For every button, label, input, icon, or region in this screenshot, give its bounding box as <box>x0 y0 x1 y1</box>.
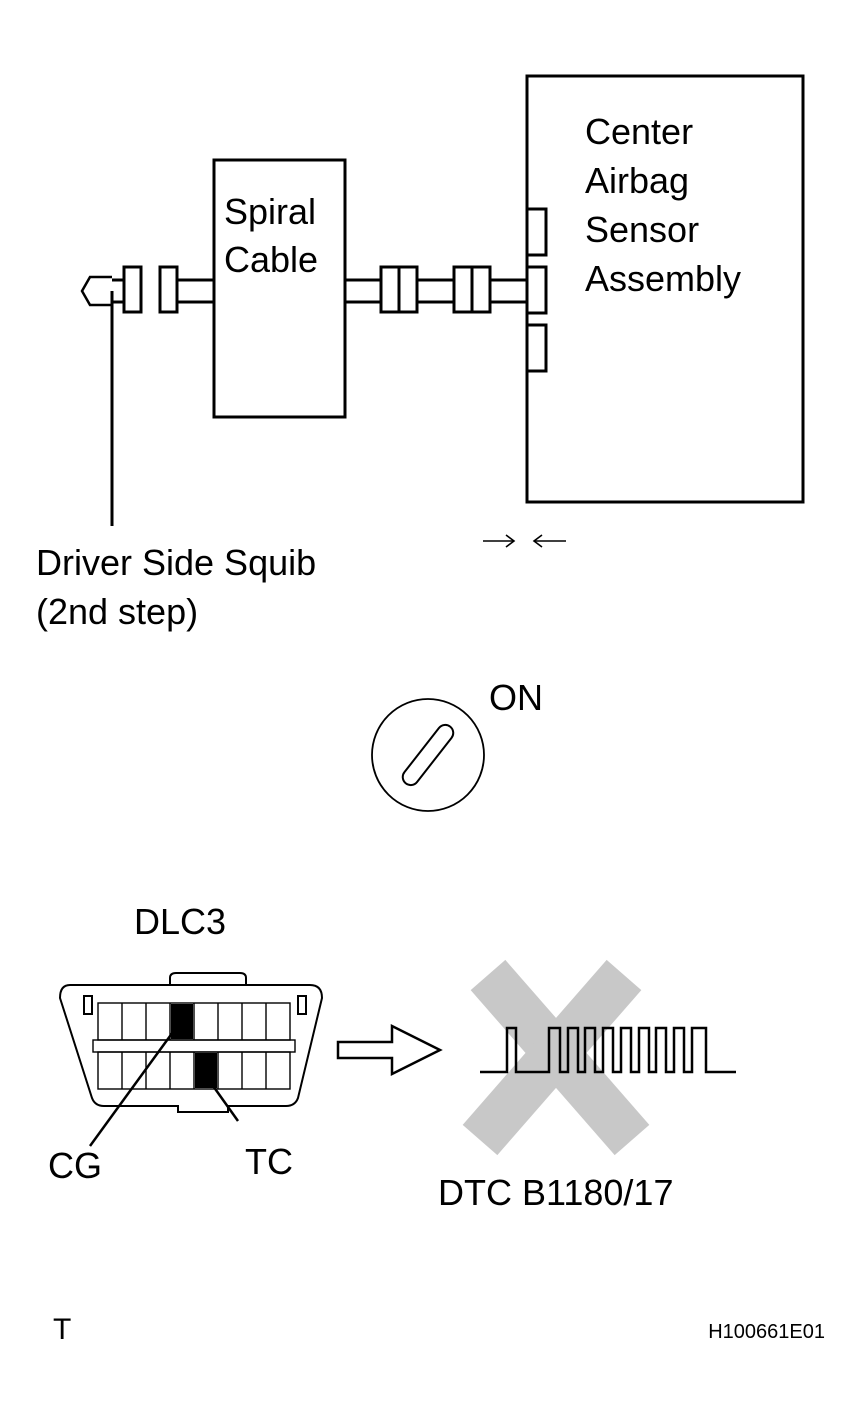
squib-label-line1: Driver Side Squib <box>36 542 316 583</box>
squib-connector-tip <box>80 275 112 307</box>
cg-pin <box>171 1004 193 1039</box>
ignition-on-label: ON <box>489 677 543 718</box>
dlc3-connector <box>58 972 324 1113</box>
center-airbag-label-line2: Airbag <box>585 160 689 201</box>
cg-leader-line <box>88 1020 183 1147</box>
squib-connector-half-a <box>122 265 143 314</box>
ignition-key-icon <box>371 698 485 812</box>
corner-letter: T <box>53 1313 71 1346</box>
center-airbag-label-line4: Assembly <box>585 258 741 299</box>
center-airbag-label-line1: Center <box>585 111 693 152</box>
dlc3-label: DLC3 <box>134 901 226 942</box>
figure-id: H100661E01 <box>708 1321 825 1343</box>
cg-pin-label: CG <box>48 1145 102 1186</box>
spiral-cable-label-line1: Spiral <box>224 191 316 232</box>
tc-pin-label: TC <box>245 1141 293 1182</box>
squib-connector-half-b <box>158 265 179 314</box>
tc-pin <box>195 1053 217 1088</box>
large-gray-cross-icon <box>462 959 650 1156</box>
spiral-cable-box <box>212 158 347 419</box>
squib-label-line2: (2nd step) <box>36 591 198 632</box>
dtc-pulse-waveform <box>480 1026 736 1074</box>
dtc-code-label: DTC B1180/17 <box>438 1172 673 1213</box>
sensor-connector-2 <box>525 265 548 315</box>
sensor-connector-1 <box>525 207 548 257</box>
spiral-cable-label-line2: Cable <box>224 239 318 280</box>
hollow-right-arrow-icon <box>336 1023 443 1077</box>
arrows-pointing-inward-icon <box>483 534 566 548</box>
tc-leader-line <box>204 1075 240 1122</box>
wiring-section <box>80 74 805 526</box>
dlc3-pin-grid <box>92 1002 296 1090</box>
center-airbag-label-line3: Sensor <box>585 209 699 250</box>
sensor-connector-3 <box>525 323 548 373</box>
